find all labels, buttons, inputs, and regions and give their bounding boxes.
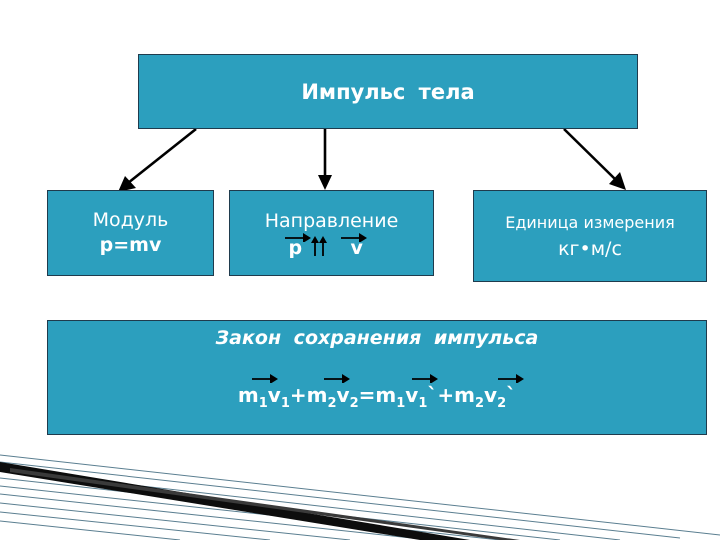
formula-equals: = <box>358 383 376 407</box>
formula-sub: 2 <box>349 396 359 411</box>
formula-prime: ` <box>506 383 517 407</box>
vector-arrow-v2-icon <box>323 374 350 383</box>
formula-sub: 1 <box>258 396 268 411</box>
vector-arrow-v1-icon <box>251 374 278 383</box>
conservation-law-formula: m1v1+m2v2=m1v1`+m2v2` <box>237 374 524 411</box>
arrow-head-direction <box>318 175 332 190</box>
vector-arrow-v1-prime-icon <box>411 374 438 383</box>
formula-m2: m <box>306 383 328 407</box>
formula-v: v <box>484 383 498 407</box>
decorative-stripes <box>0 454 720 540</box>
arrow-to-modulus <box>127 127 197 185</box>
formula-sub: 2 <box>497 396 507 411</box>
formula-sub: 1 <box>396 396 406 411</box>
arrow-head-unit <box>609 172 626 190</box>
direction-label: Направление <box>264 209 399 232</box>
formula-m2: m <box>454 383 475 407</box>
arrow-head-modulus <box>118 176 136 192</box>
unit-box: Единица измерения кг•м/с <box>473 190 707 282</box>
formula-m1: m <box>375 383 397 407</box>
formula-plus: + <box>437 383 455 407</box>
formula-sub: 2 <box>327 396 337 411</box>
direction-formula: p v <box>284 232 377 259</box>
formula-sub: 2 <box>474 396 485 411</box>
direction-box: Направление p v <box>229 190 434 276</box>
direction-p: p <box>288 236 303 259</box>
conservation-law-box: Закон сохранения импульса m1v1+m2v2=m1v1… <box>47 320 707 435</box>
vector-arrow-v-icon <box>340 232 367 242</box>
formula-sub: 1 <box>418 396 428 411</box>
unit-label: Единица измерения <box>505 212 675 232</box>
modulus-box: Модуль p=mv <box>47 190 214 276</box>
parallel-arrows-icon <box>310 235 327 256</box>
formula-prime: ` <box>427 383 438 407</box>
arrow-to-unit <box>563 128 617 181</box>
vector-arrow-p-icon <box>284 232 311 242</box>
formula-v: v <box>405 383 419 407</box>
direction-v: v <box>350 236 363 259</box>
momentum-title: Импульс тела <box>301 79 475 104</box>
vector-arrow-v2-prime-icon <box>497 374 524 383</box>
modulus-formula: p=mv <box>99 234 162 256</box>
unit-value: кг•м/с <box>558 237 622 260</box>
formula-sub: 1 <box>280 396 290 411</box>
conservation-law-title: Закон сохранения импульса <box>215 327 539 349</box>
momentum-title-box: Импульс тела <box>138 54 638 129</box>
modulus-label: Модуль <box>92 209 169 231</box>
formula-m1: m <box>237 383 259 407</box>
formula-v: v <box>267 383 281 407</box>
formula-v: v <box>336 383 350 407</box>
formula-plus: + <box>289 383 307 407</box>
